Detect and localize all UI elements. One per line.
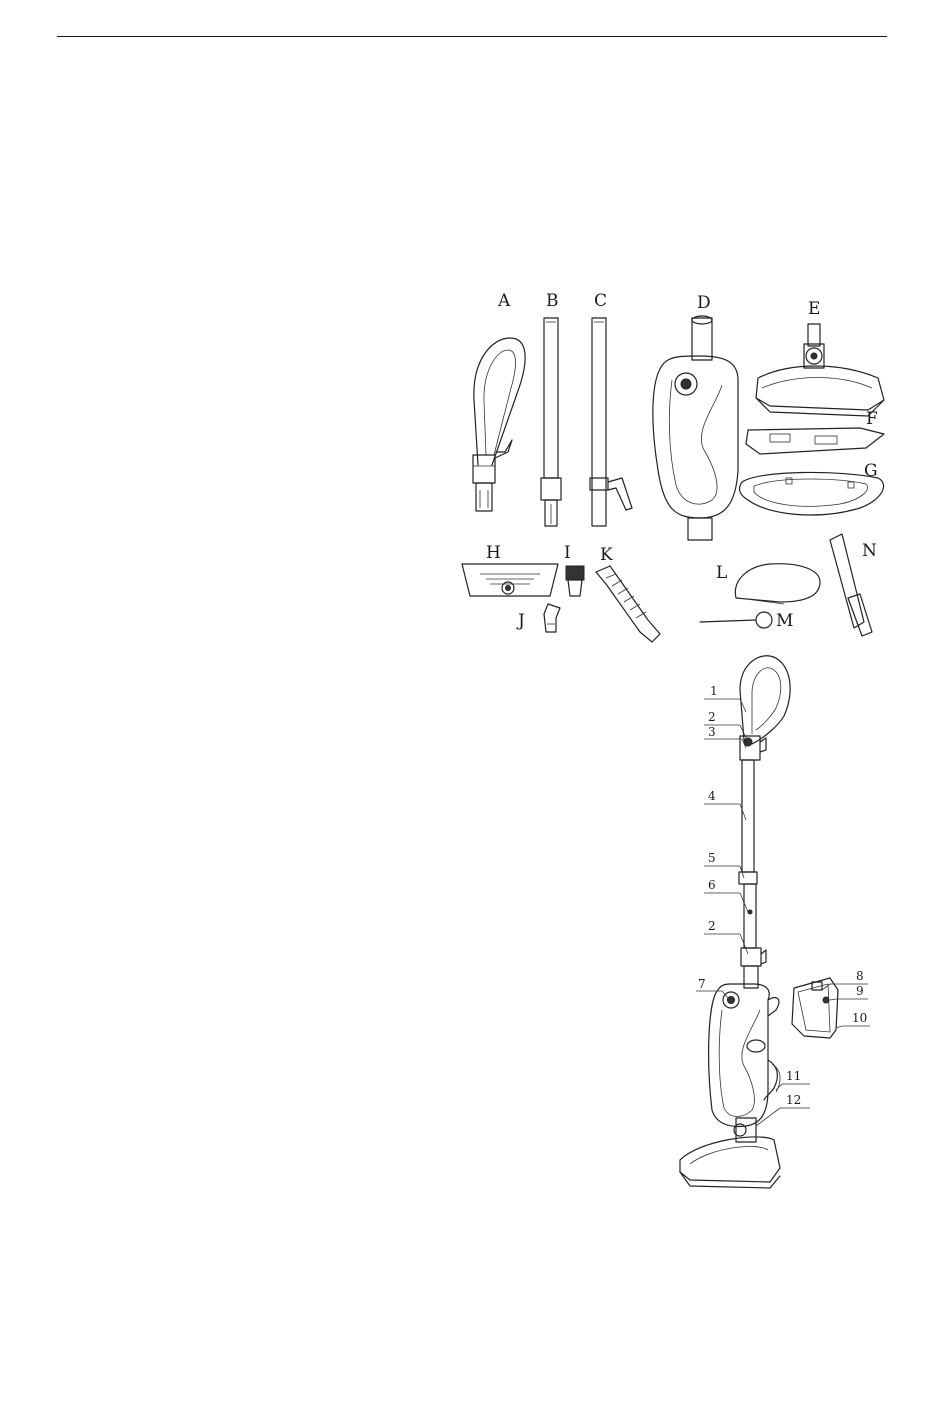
callout-7: 7 [698, 977, 706, 991]
part-h-window-tool [462, 564, 558, 596]
callout-8: 8 [856, 969, 864, 983]
part-m-pin [700, 612, 772, 628]
callout-9: 9 [856, 984, 864, 998]
label-h: H [486, 543, 501, 563]
part-c-tube [590, 318, 632, 526]
assembly-figure: 1 2 3 4 5 6 2 7 8 9 10 11 12 [680, 656, 870, 1188]
part-d-body [653, 316, 738, 540]
part-i-brush [566, 566, 584, 596]
part-f-cloth-pad [746, 428, 884, 454]
part-g-carpet-glider [740, 472, 884, 515]
label-c: C [594, 291, 607, 311]
label-j: J [516, 611, 525, 631]
label-n: N [862, 541, 877, 561]
part-a-handle [473, 338, 525, 511]
label-a: A [497, 291, 511, 311]
callout-3: 3 [708, 725, 716, 739]
callout-6: 6 [708, 878, 716, 892]
label-i: I [564, 543, 571, 563]
label-l: L [716, 563, 727, 583]
callout-4: 4 [708, 789, 716, 803]
part-e-mop-head [756, 324, 884, 416]
label-k: K [600, 545, 613, 565]
label-b: B [546, 291, 559, 311]
callout-1: 1 [710, 684, 718, 698]
callout-10: 10 [852, 1011, 867, 1025]
callout-11: 11 [786, 1069, 801, 1083]
label-g: G [864, 461, 878, 481]
callout-2-upper: 2 [708, 710, 716, 724]
callout-12: 12 [786, 1093, 801, 1107]
label-f: F [866, 409, 878, 429]
part-j-nozzle [544, 604, 560, 632]
callout-5: 5 [708, 851, 716, 865]
callout-2-lower: 2 [708, 919, 716, 933]
label-e: E [808, 299, 820, 319]
label-m: M [776, 611, 793, 631]
part-k-hose [596, 566, 660, 642]
parts-figure: A B C D E F G H I J K L M N [462, 291, 884, 642]
part-b-tube [541, 318, 561, 526]
part-l-mitt [735, 564, 820, 604]
label-d: D [697, 293, 711, 313]
